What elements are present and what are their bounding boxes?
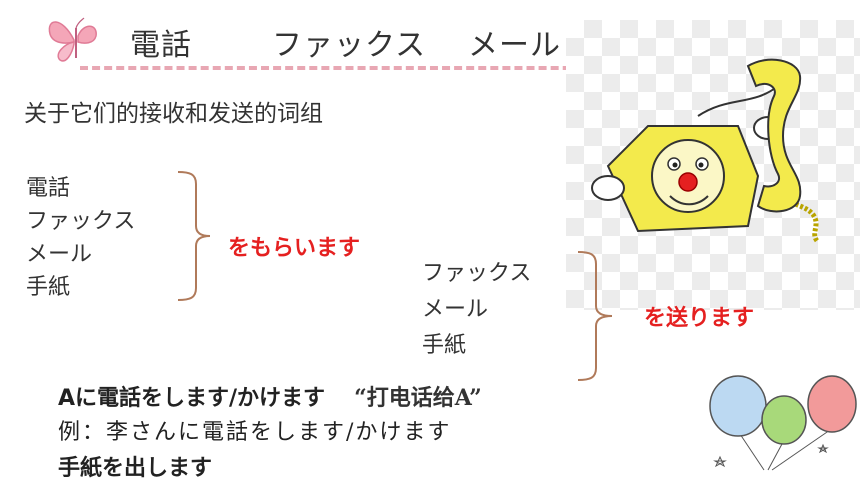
list-item: メール — [26, 242, 93, 267]
example-phrase: Aに電話をします/かけます — [58, 386, 326, 411]
header-divider — [80, 66, 800, 70]
header-word-fax: ファックス — [272, 28, 427, 63]
butterfly-icon — [44, 14, 106, 66]
header-word-phone: 電話 — [130, 28, 192, 63]
receive-bracket — [177, 171, 211, 301]
subtitle: 关于它们的接收和发送的词组 — [24, 101, 323, 127]
receive-list: 電話 ファックス メール 手紙 — [26, 172, 135, 304]
list-item: ファックス — [26, 209, 136, 234]
example-line-3: 手紙を出します — [58, 456, 213, 481]
example-line-2: 例：李さんに電話をします/かけます — [58, 420, 452, 445]
header-word-mail: メール — [468, 28, 561, 63]
list-item: メール — [422, 297, 489, 322]
example-translation: “打电话给A” — [354, 385, 482, 411]
list-item: ファックス — [422, 261, 532, 286]
send-list: ファックス メール 手紙 — [422, 256, 531, 364]
send-verb: を送ります — [644, 306, 755, 331]
send-bracket — [577, 251, 613, 381]
list-item: 電話 — [26, 176, 71, 201]
receive-verb: をもらいます — [228, 236, 361, 261]
list-item: 手紙 — [26, 275, 71, 300]
balloons-illustration — [702, 374, 858, 482]
telephone-illustration — [578, 56, 840, 256]
list-item: 手紙 — [422, 333, 467, 358]
example-line-1: Aに電話をします/かけます “打电话给A” — [58, 380, 482, 412]
